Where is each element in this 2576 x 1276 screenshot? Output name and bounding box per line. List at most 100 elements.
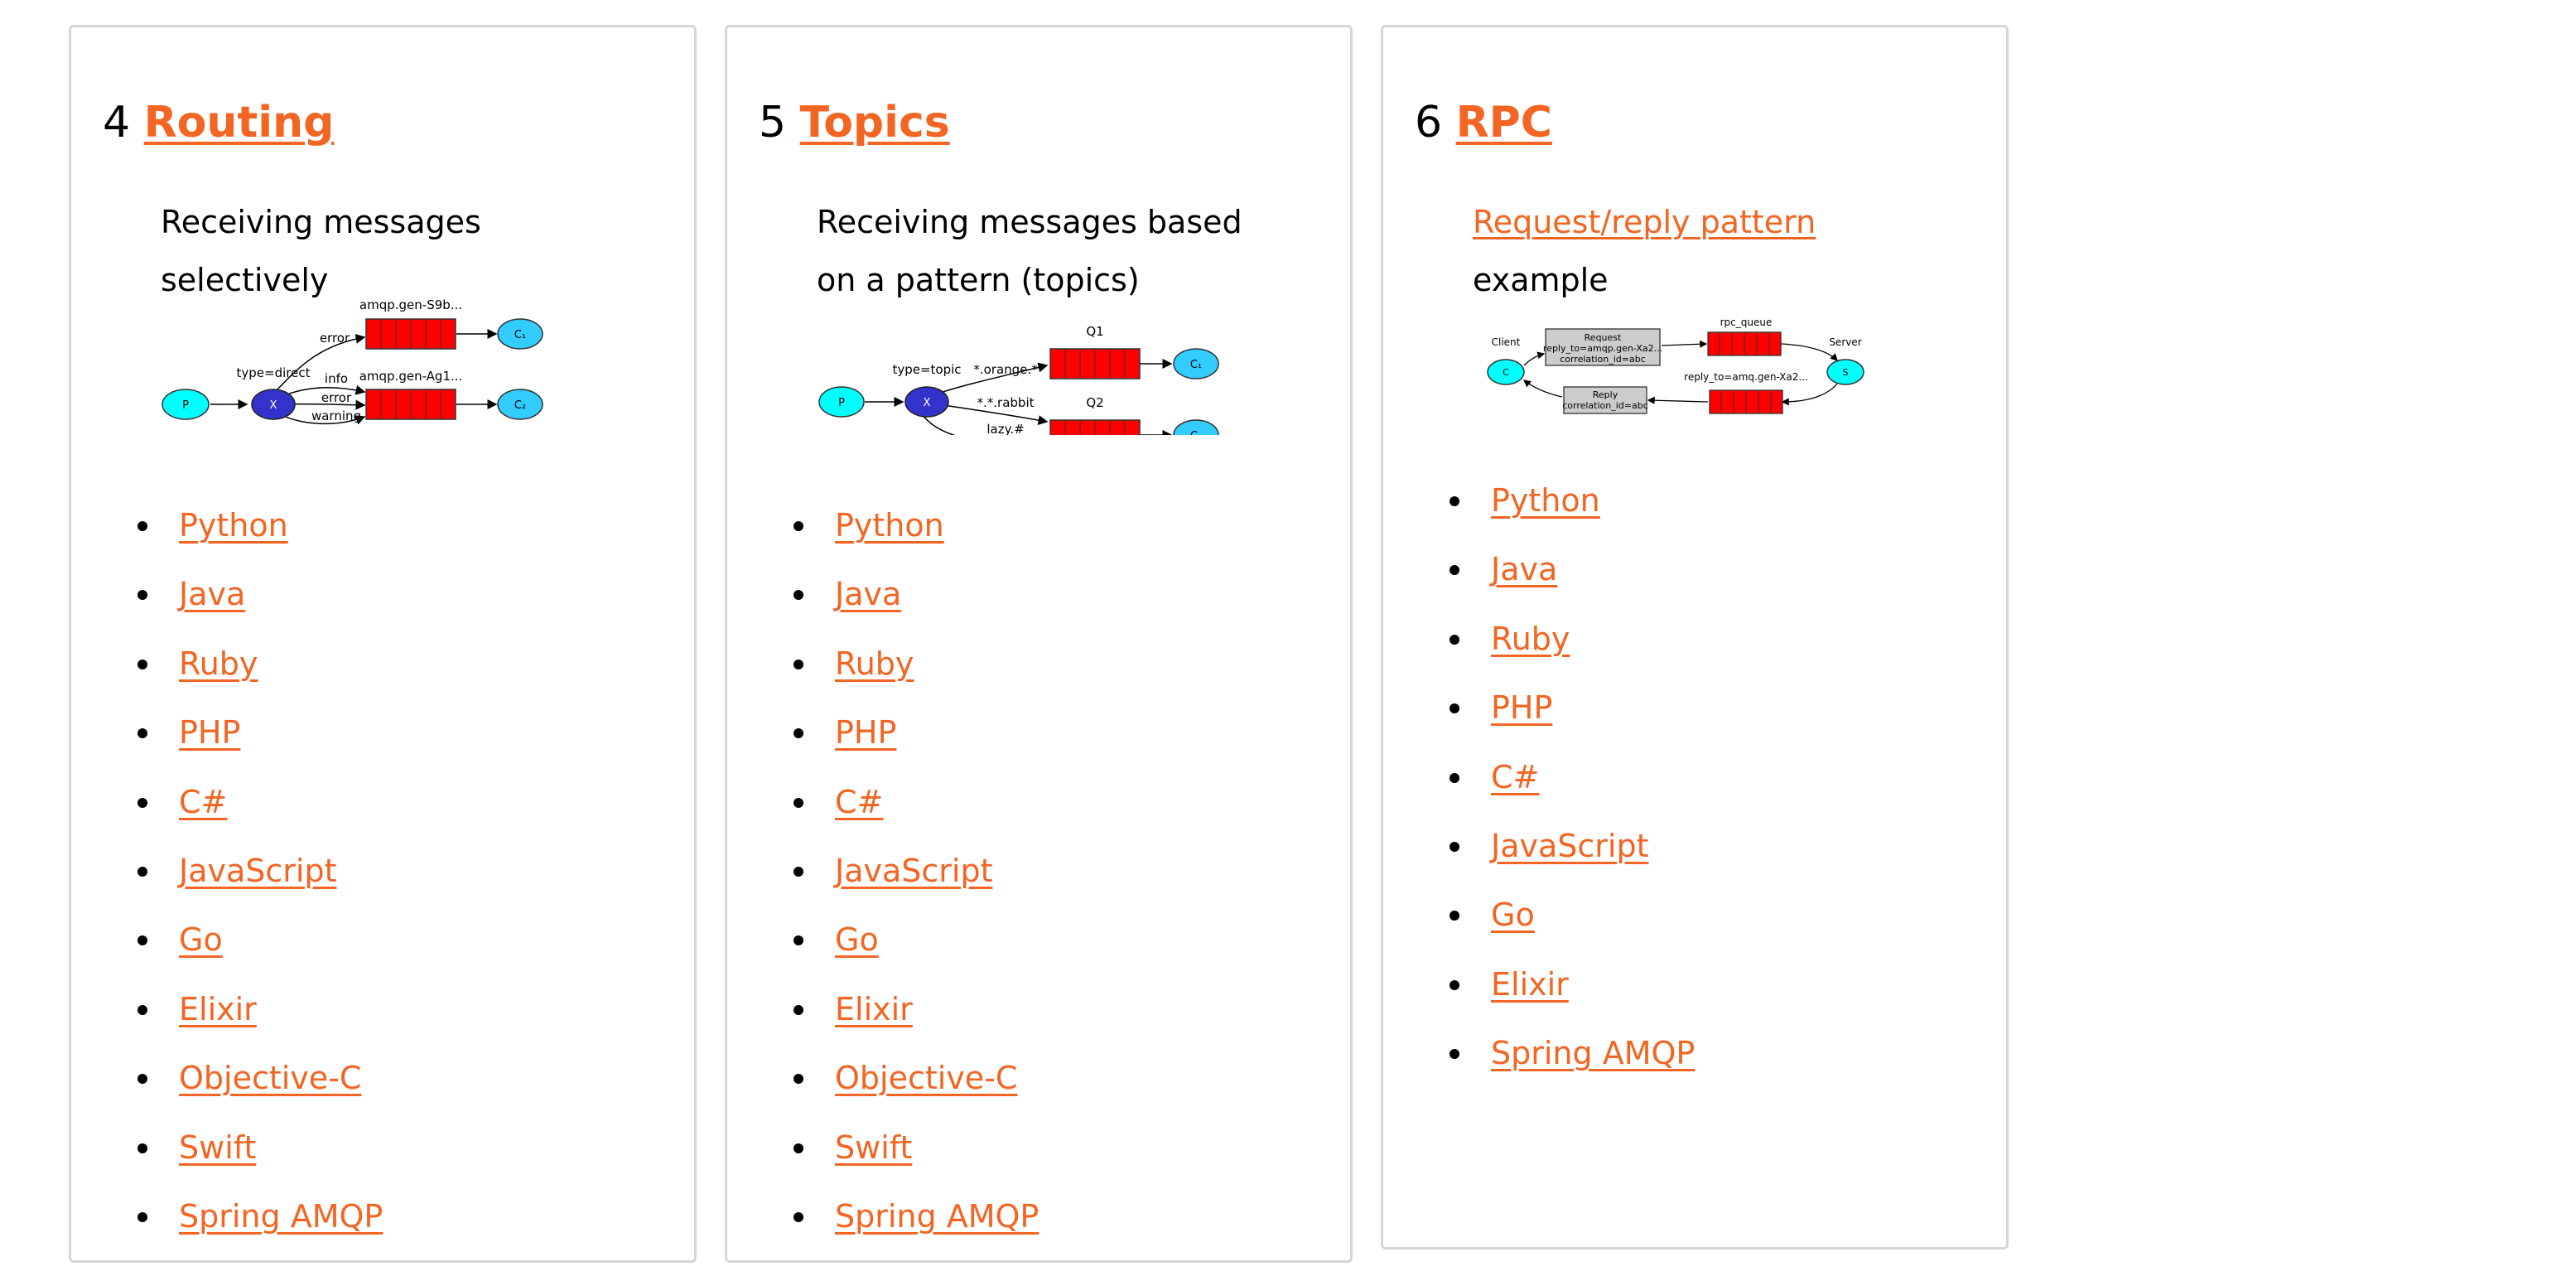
svg-text:rpc_queue: rpc_queue — [1720, 317, 1773, 328]
language-link-swift[interactable]: Swift — [835, 1129, 913, 1166]
language-link-objective-c[interactable]: Objective-C — [835, 1060, 1018, 1097]
svg-text:error: error — [321, 390, 352, 405]
topics-diagram: P X type=topic *.orange.* *.*.rabbit laz… — [818, 324, 1219, 435]
language-link-elixir[interactable]: Elixir — [179, 990, 257, 1027]
exchange-node — [904, 386, 949, 418]
rpc-title-link[interactable]: RPC — [1455, 98, 1552, 147]
svg-text:C₁: C₁ — [514, 329, 526, 341]
svg-text:correlation_id=abc: correlation_id=abc — [1560, 354, 1646, 365]
svg-text:C₁: C₁ — [1190, 359, 1202, 371]
queue-2 — [365, 389, 456, 420]
language-link-elixir[interactable]: Elixir — [835, 990, 913, 1027]
list-item: Objective-C — [789, 1044, 1039, 1113]
svg-text:*.orange.*: *.orange.* — [973, 362, 1038, 377]
language-link-csharp[interactable]: C# — [835, 783, 884, 820]
svg-text:Server: Server — [1829, 336, 1861, 348]
description-tail: example — [1473, 262, 1609, 298]
list-item: Elixir — [789, 975, 1039, 1044]
language-link-javascript[interactable]: JavaScript — [1491, 827, 1649, 864]
list-item: PHP — [789, 698, 1039, 767]
list-item: Swift — [133, 1114, 383, 1182]
language-link-php[interactable]: PHP — [1491, 689, 1553, 727]
svg-text:reply_to=amq.gen-Xa2...: reply_to=amq.gen-Xa2... — [1684, 371, 1808, 383]
language-link-java[interactable]: Java — [1491, 551, 1558, 588]
list-item: Swift — [789, 1114, 1039, 1182]
tutorial-number: 6 — [1415, 98, 1443, 147]
svg-text:C₂: C₂ — [514, 399, 526, 412]
list-item: JavaScript — [133, 837, 383, 906]
list-item: C# — [133, 768, 383, 837]
request-message-box: Request reply_to=amqp.gen-Xa2... correla… — [1543, 328, 1662, 366]
language-link-javascript[interactable]: JavaScript — [179, 852, 337, 889]
reply-message-box: Reply correlation_id=abc — [1562, 386, 1648, 414]
svg-text:C₂: C₂ — [1190, 430, 1202, 435]
language-link-csharp[interactable]: C# — [179, 783, 228, 820]
list-item: Go — [1445, 881, 1695, 950]
list-item: Java — [133, 560, 383, 629]
language-link-spring-amqp[interactable]: Spring AMQP — [1491, 1035, 1696, 1072]
language-list: Python Java Ruby PHP C# JavaScript Go El… — [789, 491, 1039, 1251]
svg-text:warning: warning — [311, 408, 361, 423]
svg-text:Reply: Reply — [1593, 389, 1618, 400]
language-link-python[interactable]: Python — [179, 507, 288, 544]
svg-text:Client: Client — [1492, 336, 1521, 348]
language-link-objective-c[interactable]: Objective-C — [179, 1060, 362, 1097]
language-link-java[interactable]: Java — [835, 576, 902, 613]
language-link-ruby[interactable]: Ruby — [835, 645, 914, 682]
svg-text:type=topic: type=topic — [892, 362, 961, 377]
language-link-go[interactable]: Go — [179, 921, 223, 959]
server-node — [1826, 359, 1864, 385]
svg-text:correlation_id=abc: correlation_id=abc — [1562, 400, 1648, 411]
language-link-csharp[interactable]: C# — [1491, 758, 1540, 795]
topics-title-link[interactable]: Topics — [799, 98, 950, 147]
svg-text:P: P — [182, 399, 189, 412]
tutorial-card-routing: 4 Routing Receiving messages selectively… — [69, 25, 697, 1263]
language-link-spring-amqp[interactable]: Spring AMQP — [835, 1197, 1040, 1235]
reply-queue — [1709, 389, 1783, 414]
tutorial-description: Receiving messages based on a pattern (t… — [817, 204, 1242, 298]
list-item: Spring AMQP — [1445, 1019, 1695, 1088]
language-link-javascript[interactable]: JavaScript — [835, 852, 993, 889]
producer-node — [818, 386, 865, 418]
routing-diagram: P X type=direct error info error warning… — [162, 297, 543, 425]
list-item: Java — [789, 560, 1039, 629]
consumer-2-node — [1173, 419, 1219, 435]
list-item: Elixir — [1445, 950, 1695, 1019]
language-link-elixir[interactable]: Elixir — [1491, 965, 1569, 1003]
svg-text:amqp.gen-Ag1...: amqp.gen-Ag1... — [359, 369, 463, 384]
list-item: C# — [789, 768, 1039, 837]
queue-q2 — [1049, 419, 1141, 435]
list-item: Ruby — [1445, 605, 1695, 674]
list-item: JavaScript — [789, 837, 1039, 906]
list-item: Elixir — [133, 975, 383, 1044]
language-link-php[interactable]: PHP — [179, 714, 241, 752]
list-item: Spring AMQP — [133, 1182, 383, 1251]
language-link-php[interactable]: PHP — [835, 714, 897, 752]
language-list: Python Java Ruby PHP C# JavaScript Go El… — [133, 491, 383, 1251]
language-link-ruby[interactable]: Ruby — [1491, 620, 1570, 657]
language-link-python[interactable]: Python — [835, 507, 944, 544]
card-title: 5 Topics — [759, 94, 950, 152]
language-link-ruby[interactable]: Ruby — [179, 645, 258, 682]
language-link-go[interactable]: Go — [835, 921, 879, 959]
tutorial-number: 4 — [103, 98, 131, 147]
language-link-go[interactable]: Go — [1491, 897, 1535, 934]
svg-text:S: S — [1843, 367, 1849, 378]
list-item: Java — [1445, 535, 1695, 604]
card-title: 6 RPC — [1415, 94, 1552, 152]
list-item: Ruby — [133, 630, 383, 698]
card-title: 4 Routing — [103, 94, 334, 152]
list-item: C# — [1445, 743, 1695, 812]
language-link-java[interactable]: Java — [179, 576, 246, 613]
queue-q1 — [1049, 348, 1141, 379]
consumer-1-node — [497, 318, 543, 350]
language-link-spring-amqp[interactable]: Spring AMQP — [179, 1197, 384, 1235]
consumer-2-node — [497, 389, 543, 420]
svg-text:amqp.gen-S9b...: amqp.gen-S9b... — [359, 297, 462, 312]
language-link-python[interactable]: Python — [1491, 482, 1600, 519]
request-reply-pattern-link[interactable]: Request/reply pattern — [1473, 204, 1816, 240]
language-link-swift[interactable]: Swift — [179, 1129, 257, 1166]
tutorial-description: Receiving messages selectively — [161, 204, 481, 298]
routing-title-link[interactable]: Routing — [143, 98, 335, 147]
svg-text:info: info — [325, 371, 348, 386]
